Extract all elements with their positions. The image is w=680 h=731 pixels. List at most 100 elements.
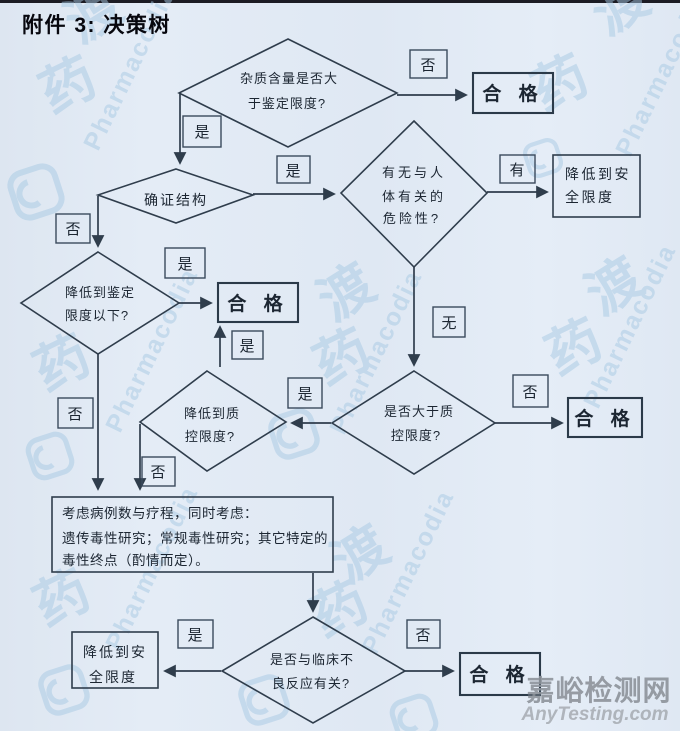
decision-clinical-adverse-reaction: 是否与临床不 良反应有关? bbox=[220, 616, 407, 724]
decision-text-line2: 体有关的 bbox=[382, 189, 446, 204]
diamond-shape bbox=[95, 168, 256, 224]
label-none: 无 bbox=[441, 315, 456, 332]
label-no: 否 bbox=[67, 406, 82, 423]
qualified-text: 合 格 bbox=[574, 407, 635, 430]
decision-text-line1: 降低到质 bbox=[184, 406, 240, 421]
decision-text-line1: 降低到鉴定 bbox=[65, 285, 135, 300]
label-box bbox=[406, 619, 441, 649]
qualified-text: 合 格 bbox=[227, 292, 288, 315]
edge-label-no-above-qc: 否 bbox=[512, 374, 549, 408]
consider-cases-toxicity-box: 考虑病例数与疗程，同时考虑： 遗传毒性研究；常规毒性研究；其它特定的 毒性终点（… bbox=[51, 496, 334, 573]
watermark-char-yao-icon: 药 bbox=[25, 325, 100, 403]
label-box bbox=[409, 49, 448, 79]
qualified-text: 合 格 bbox=[469, 663, 530, 686]
pharmacodia-logo-icon bbox=[25, 431, 75, 481]
edge-label-yes-confirm: 是 bbox=[276, 155, 311, 184]
reduce-to-safety-limit-box-top: 降低到安 全限度 bbox=[552, 154, 641, 218]
box-text-line1: 降低到安 bbox=[565, 166, 631, 182]
anytesting-watermark: 嘉峪检测网 AnyTesting.com bbox=[520, 674, 671, 725]
pharmacodia-logo-icon bbox=[238, 674, 290, 726]
edge-label-no-reduce-qc: 否 bbox=[141, 456, 176, 487]
decision-text-line1: 有无与人 bbox=[382, 165, 446, 180]
reduce-to-safety-limit-box-bottom: 降低到安 全限度 bbox=[71, 631, 159, 689]
edge-label-no-below-id: 否 bbox=[57, 397, 94, 429]
edge-label-yes-impurity: 是 bbox=[182, 115, 222, 148]
box-text-line2: 全限度 bbox=[565, 189, 615, 205]
decision-text-line2: 于鉴定限度? bbox=[248, 96, 326, 111]
label-yes: 是 bbox=[285, 163, 300, 180]
diamond-shape bbox=[19, 251, 181, 355]
pharmacodia-logo-icon bbox=[522, 137, 564, 179]
qualified-box-bottom: 合 格 bbox=[458, 651, 542, 697]
decision-below-id-threshold: 降低到鉴定 限度以下? bbox=[19, 251, 181, 355]
qualified-box-top: 合 格 bbox=[471, 71, 555, 115]
decision-confirm-structure: 确证结构 bbox=[95, 168, 256, 224]
box-text-line2: 遗传毒性研究；常规毒性研究；其它特定的 bbox=[62, 530, 328, 547]
decision-above-qc-threshold: 是否大于质 控限度? bbox=[330, 370, 497, 475]
label-has: 有 bbox=[509, 162, 524, 179]
watermark-char-du-icon: 渡 bbox=[582, 0, 660, 46]
pharmacodia-logo-icon bbox=[7, 163, 65, 221]
box-shape bbox=[552, 154, 641, 218]
box-text-line3: 毒性终点（酌情而定）。 bbox=[62, 553, 209, 568]
label-no: 否 bbox=[150, 464, 165, 481]
box-shape bbox=[471, 71, 555, 115]
decision-text-line1: 是否大于质 bbox=[384, 404, 454, 419]
site-url-watermark: AnyTesting.com bbox=[520, 704, 668, 725]
flow-arrows bbox=[91, 88, 564, 678]
label-box bbox=[141, 456, 176, 487]
edge-label-yes-clinical: 是 bbox=[177, 619, 214, 649]
diamond-shape bbox=[138, 370, 288, 472]
box-text-line2: 全限度 bbox=[89, 669, 137, 685]
decision-text-line1: 杂质含量是否大 bbox=[240, 71, 338, 86]
label-box bbox=[287, 377, 323, 409]
edge-label-no-confirm: 否 bbox=[55, 213, 91, 244]
box-shape bbox=[458, 651, 542, 697]
label-box bbox=[512, 374, 549, 408]
label-box bbox=[55, 213, 91, 244]
edge-label-no-impurity: 否 bbox=[409, 49, 448, 79]
window-top-edge bbox=[0, 0, 680, 3]
box-shape bbox=[51, 496, 334, 573]
label-no: 否 bbox=[415, 627, 430, 644]
watermark-char-du-icon: 渡 bbox=[308, 253, 386, 332]
pharmacodia-logo-icon bbox=[389, 693, 439, 731]
decision-text-line2: 控限度? bbox=[185, 429, 235, 444]
decision-reduce-to-qc-threshold: 降低到质 控限度? bbox=[138, 370, 288, 472]
decision-text-line2: 限度以下? bbox=[65, 308, 129, 323]
site-name-watermark: 嘉峪检测网 bbox=[526, 674, 671, 706]
edge-label-has-risk: 有 bbox=[499, 154, 536, 184]
diamond-shape bbox=[330, 370, 497, 475]
label-box bbox=[177, 619, 214, 649]
diamond-shape bbox=[177, 38, 399, 148]
box-text-line1: 降低到安 bbox=[83, 644, 147, 660]
edge-label-yes-below-id: 是 bbox=[164, 247, 206, 279]
label-no: 否 bbox=[65, 221, 80, 238]
decision-human-risk: 有无与人 体有关的 危险性? bbox=[339, 119, 489, 269]
box-shape bbox=[71, 631, 159, 689]
label-no: 否 bbox=[420, 57, 435, 74]
label-yes: 是 bbox=[187, 627, 202, 644]
box-shape bbox=[566, 396, 644, 439]
label-yes: 是 bbox=[177, 256, 192, 273]
page-title: 附件 3: 决策树 bbox=[22, 13, 171, 37]
qualified-box-middle-left: 合 格 bbox=[216, 281, 300, 324]
label-box bbox=[57, 397, 94, 429]
pharmacodia-watermarks: 渡 药 Pharmacodia 渡 药 Pharmacodia 药 Pharma… bbox=[7, 0, 680, 731]
decision-text-line2: 控限度? bbox=[391, 428, 441, 443]
pharmacodia-logo-icon bbox=[38, 664, 90, 716]
decision-text-line1: 确证结构 bbox=[144, 192, 208, 208]
decision-text-line1: 是否与临床不 bbox=[270, 652, 354, 667]
label-yes: 是 bbox=[194, 124, 209, 141]
box-text-line1: 考虑病例数与疗程，同时考虑： bbox=[62, 506, 258, 521]
pharmacodia-logo-icon bbox=[268, 408, 320, 460]
label-box bbox=[231, 330, 264, 360]
edge-label-yes-above-qc: 是 bbox=[287, 377, 323, 409]
label-box bbox=[432, 306, 466, 338]
edge-label-none-risk: 无 bbox=[432, 306, 466, 338]
label-box bbox=[499, 154, 536, 184]
diamond-shape bbox=[339, 119, 489, 269]
decision-text-line3: 危险性? bbox=[383, 211, 441, 226]
decision-text-line2: 良反应有关? bbox=[272, 676, 350, 691]
